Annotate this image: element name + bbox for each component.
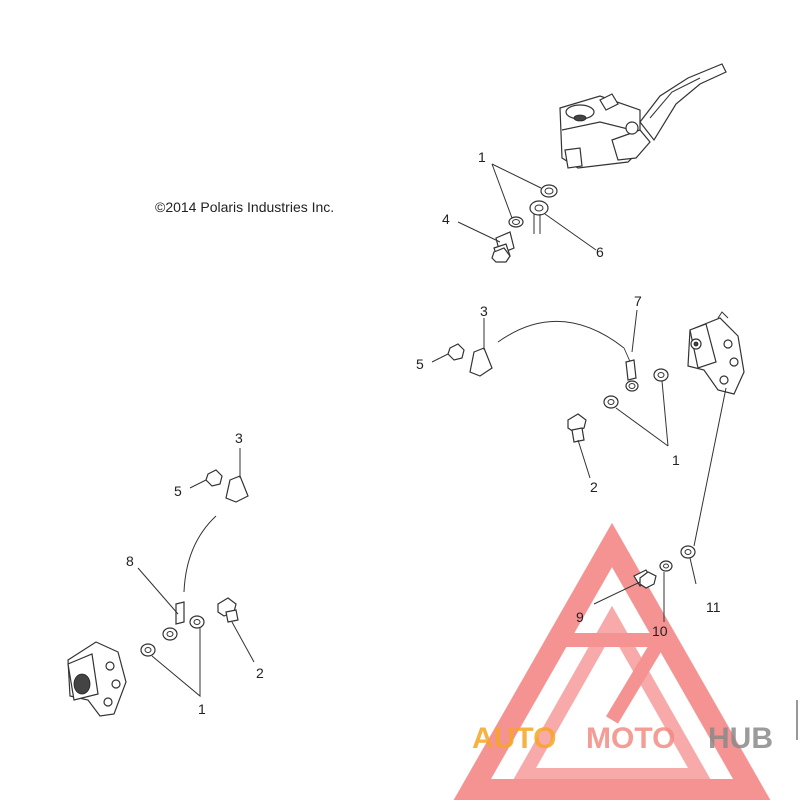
callout-10-right: 10 <box>652 623 668 639</box>
callout-2-left: 2 <box>256 665 264 681</box>
washer-left-a <box>189 615 205 629</box>
callout-2-right: 2 <box>590 479 598 495</box>
sealing-washer-upper <box>540 184 558 198</box>
bleeder-bolt <box>633 569 657 589</box>
sealing-washer-lower <box>508 216 524 228</box>
left-caliper-group <box>67 448 255 717</box>
brake-hose-fitting-left <box>162 601 185 641</box>
brake-line-clip-left <box>225 475 249 503</box>
watermark-auto: AUTO <box>472 722 556 755</box>
watermark-moto: MOTO <box>586 722 675 755</box>
callout-9-right: 9 <box>576 609 584 625</box>
flange-nut-left <box>205 469 223 487</box>
top-banjo-group <box>457 163 597 263</box>
callout-8-left: 8 <box>126 553 134 569</box>
copyright-text: ©2014 Polaris Industries Inc. <box>155 199 334 215</box>
master-cylinder-assembly <box>559 63 727 169</box>
banjo-bolt <box>491 231 515 263</box>
brake-caliper-right <box>687 311 745 395</box>
washer-a <box>653 368 669 382</box>
callout-5-right: 5 <box>416 356 424 372</box>
washer-11 <box>680 545 696 559</box>
brake-hose-fitting <box>623 347 639 392</box>
right-caliper-group <box>431 309 745 622</box>
washer-b <box>603 395 619 409</box>
callout-1-top: 1 <box>478 149 486 165</box>
callout-3-left: 3 <box>235 430 243 446</box>
callout-6-top: 6 <box>596 244 604 260</box>
washer-10 <box>659 560 673 572</box>
brake-line-clip <box>469 347 493 377</box>
callout-4-top: 4 <box>442 211 450 227</box>
flange-nut <box>447 343 465 361</box>
watermark-logo <box>453 522 771 800</box>
callout-1-left: 1 <box>198 701 206 717</box>
caliper-bolt <box>567 413 587 443</box>
banjo-fitting <box>529 200 549 234</box>
callout-11-right: 11 <box>706 599 721 615</box>
callout-5-left: 5 <box>174 483 182 499</box>
watermark-text: AUTO MOTO HUB <box>472 722 773 755</box>
callout-7-right: 7 <box>634 293 642 309</box>
washer-left-b <box>140 643 156 657</box>
brake-caliper-left <box>67 641 127 717</box>
callout-3-right: 3 <box>480 303 488 319</box>
callout-1-right: 1 <box>672 452 680 468</box>
caliper-bolt-left <box>217 597 239 623</box>
watermark-hub: HUB <box>708 722 773 755</box>
